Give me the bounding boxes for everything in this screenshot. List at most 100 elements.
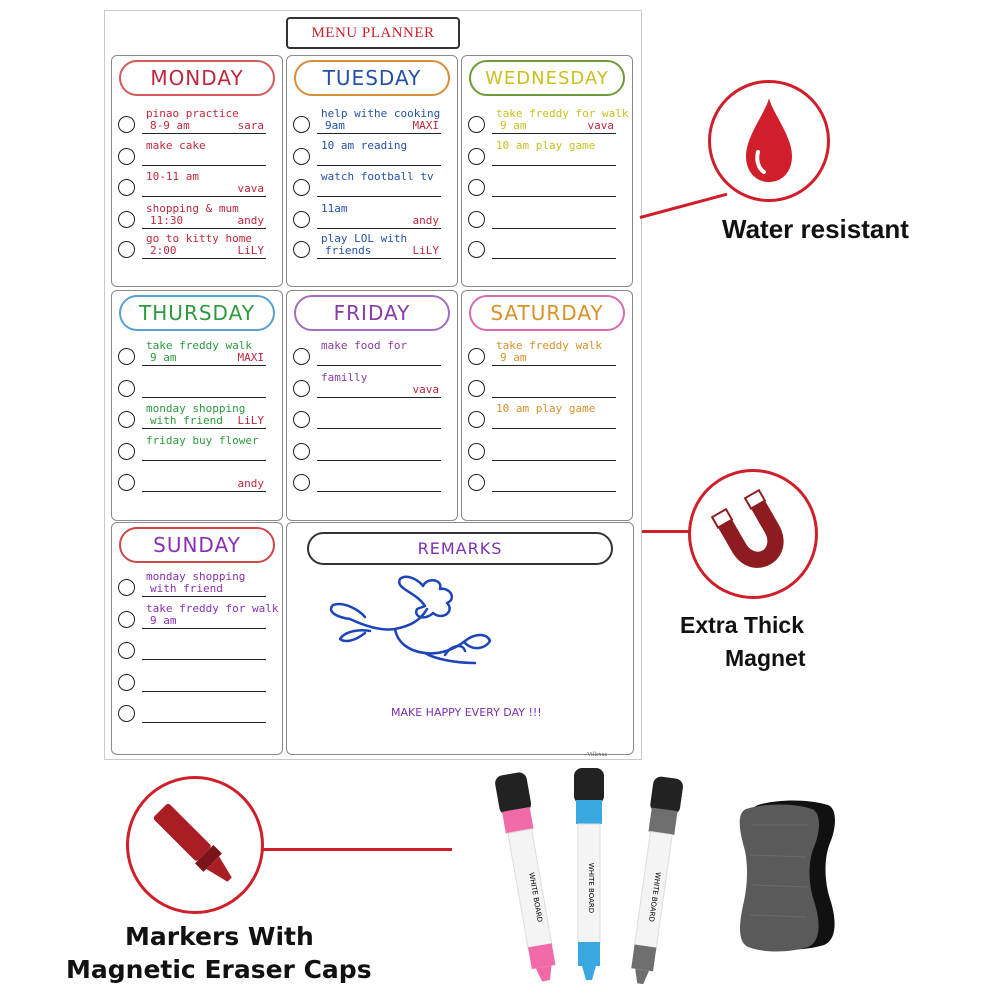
water-drop-icon	[746, 98, 792, 182]
task-checkbox[interactable]	[293, 179, 310, 196]
task-text-b: 9am	[325, 119, 345, 132]
task-checkbox[interactable]	[118, 443, 135, 460]
task-row: make food for	[293, 339, 441, 369]
task-text-a: 10 am reading	[321, 139, 408, 152]
task-text-b: 2:00	[150, 244, 177, 257]
task-checkbox[interactable]	[293, 211, 310, 228]
task-row	[468, 371, 616, 401]
task-checkbox[interactable]	[118, 642, 135, 659]
task-row	[468, 465, 616, 495]
task-checkbox[interactable]	[118, 611, 135, 628]
task-checkbox[interactable]	[293, 474, 310, 491]
task-checkbox[interactable]	[118, 474, 135, 491]
task-text-a: friday buy flower	[146, 434, 259, 447]
magnet-connector	[642, 530, 692, 533]
writing-line	[142, 397, 266, 398]
writing-line	[317, 428, 441, 429]
task-checkbox[interactable]	[118, 241, 135, 258]
writing-line	[142, 691, 266, 692]
task-checkbox[interactable]	[118, 380, 135, 397]
task-checkbox[interactable]	[293, 380, 310, 397]
task-text-c: vava	[587, 119, 615, 132]
marker-feature-circle	[126, 776, 264, 914]
water-feature-circle	[708, 80, 830, 202]
task-checkbox[interactable]	[118, 116, 135, 133]
task-row	[118, 633, 266, 663]
task-text-a: make food for	[321, 339, 408, 352]
task-text-a: 10-11 am	[146, 170, 199, 183]
task-checkbox[interactable]	[468, 211, 485, 228]
day-title: FRIDAY	[294, 295, 450, 331]
task-checkbox[interactable]	[468, 179, 485, 196]
task-checkbox[interactable]	[468, 443, 485, 460]
magnet-icon	[710, 488, 784, 568]
day-title: TUESDAY	[294, 60, 450, 96]
writing-line	[142, 722, 266, 723]
task-checkbox[interactable]	[118, 579, 135, 596]
task-checkbox[interactable]	[118, 705, 135, 722]
task-text-a: go to kitty home	[146, 232, 252, 245]
magnet-feature-circle	[688, 469, 818, 599]
task-checkbox[interactable]	[118, 179, 135, 196]
task-checkbox[interactable]	[118, 674, 135, 691]
task-text-a: 11am	[321, 202, 348, 215]
task-checkbox[interactable]	[468, 411, 485, 428]
task-checkbox[interactable]	[468, 241, 485, 258]
task-row	[293, 465, 441, 495]
writing-line	[317, 491, 441, 492]
task-checkbox[interactable]	[118, 148, 135, 165]
task-checkbox[interactable]	[118, 211, 135, 228]
task-text-c: sara	[237, 119, 265, 132]
task-checkbox[interactable]	[293, 443, 310, 460]
task-checkbox[interactable]	[118, 348, 135, 365]
writing-line	[317, 133, 441, 134]
task-text-a: 10 am play game	[496, 139, 596, 152]
task-checkbox[interactable]	[468, 116, 485, 133]
task-text-a: familly	[321, 371, 368, 384]
writing-line	[142, 228, 266, 229]
task-checkbox[interactable]	[293, 348, 310, 365]
task-text-c: LiLY	[237, 414, 265, 427]
remarks-panel: REMARKS MAKE HAPPY EVERY DAY !!!	[286, 522, 634, 755]
marker-blue-label: WHITE BOARD	[587, 863, 595, 913]
task-text-c: MAXI	[412, 119, 440, 132]
writing-line	[317, 258, 441, 259]
task-row: watch football tv	[293, 170, 441, 200]
task-checkbox[interactable]	[468, 348, 485, 365]
task-checkbox[interactable]	[468, 148, 485, 165]
task-checkbox[interactable]	[293, 411, 310, 428]
writing-line	[492, 397, 616, 398]
task-checkbox[interactable]	[118, 411, 135, 428]
writing-line	[142, 428, 266, 429]
writing-line	[142, 659, 266, 660]
task-checkbox[interactable]	[468, 380, 485, 397]
task-checkbox[interactable]	[293, 116, 310, 133]
task-text-b: 9 am	[500, 119, 527, 132]
task-row: 10 am reading	[293, 139, 441, 169]
task-checkbox[interactable]	[293, 148, 310, 165]
task-text-b: with friend	[150, 582, 223, 595]
task-text-a: watch football tv	[321, 170, 434, 183]
task-row	[468, 202, 616, 232]
task-row	[468, 170, 616, 200]
writing-line	[142, 133, 266, 134]
task-checkbox[interactable]	[293, 241, 310, 258]
flower-drawing	[329, 575, 492, 665]
task-text-a: take freddy for walk	[146, 602, 279, 615]
task-row: 10 am play game	[468, 139, 616, 169]
task-row: friday buy flower	[118, 434, 266, 464]
writing-line	[142, 596, 266, 597]
task-checkbox[interactable]	[468, 474, 485, 491]
writing-line	[492, 196, 616, 197]
writing-line	[317, 365, 441, 366]
